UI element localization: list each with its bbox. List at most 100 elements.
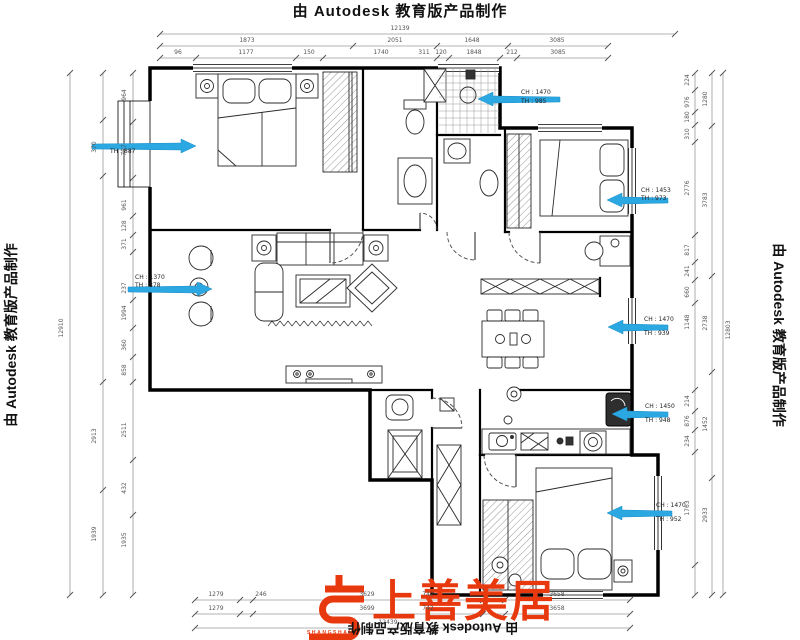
logo-subtext: SHANGSHAN — [307, 630, 354, 636]
bedroom3-furniture — [482, 467, 633, 591]
dim-label: 1994 — [121, 305, 128, 321]
dim-label: 246 — [255, 591, 267, 598]
dim-label: 1279 — [208, 605, 224, 612]
dim-label: 1452 — [702, 416, 709, 432]
dim-label: 1648 — [464, 37, 480, 44]
sofa — [276, 232, 364, 266]
bedroom2-furniture — [506, 133, 631, 267]
dim-label: 1935 — [121, 532, 128, 548]
dim-label: 360 — [121, 339, 128, 351]
annotation-a2-th: TH : 985 — [521, 98, 547, 105]
tv — [305, 378, 353, 384]
rug-fringe — [267, 320, 373, 327]
dim-label: 2776 — [684, 180, 691, 196]
dim-label: 3783 — [702, 192, 709, 208]
dim-label: 2933 — [702, 507, 709, 523]
dimension-lines — [69, 33, 724, 629]
dim-label: 742 — [422, 605, 434, 612]
dim-label: 96 — [174, 49, 182, 56]
annotation-a5-ch: CH : 1470 — [644, 316, 674, 323]
dim-label: 241 — [684, 265, 691, 277]
armchair — [346, 263, 398, 313]
dim-label: 961 — [121, 199, 128, 211]
bathroom-fixtures — [397, 68, 499, 205]
kitchen-fixtures — [481, 386, 632, 455]
dim-label: 432 — [121, 482, 128, 494]
dim-label: 2913 — [91, 428, 98, 444]
dim-label: 12139 — [390, 25, 410, 32]
annotation-a7-th: TH : 952 — [656, 516, 682, 523]
dim-label: 1279 — [208, 591, 224, 598]
annotation-a6-th: TH : 948 — [645, 417, 671, 424]
door-leaves — [329, 213, 541, 487]
dim-label: 3658 — [549, 591, 565, 598]
dim-label: 310 — [684, 128, 691, 140]
dim-label: 1873 — [239, 37, 255, 44]
dim-label: 3629 — [359, 591, 375, 598]
edu-banner-top: 由 Autodesk 教育版产品制作 — [292, 3, 508, 20]
measure-arrows — [91, 91, 673, 521]
dim-label: 214 — [684, 395, 691, 407]
measure-arrow-7 — [606, 505, 673, 521]
dim-label: 12439 — [378, 619, 398, 626]
furniture — [188, 68, 633, 591]
annotation-a3-ch: CH : 1370 — [135, 274, 165, 281]
lounge-chair — [188, 245, 214, 271]
dim-label: 3658 — [549, 605, 565, 612]
dim-label: 12910 — [58, 318, 65, 338]
dim-label: 150 — [303, 49, 315, 56]
dim-label: 976 — [684, 96, 691, 108]
dim-label: 2738 — [702, 315, 709, 331]
dim-label: 2051 — [387, 37, 403, 44]
dim-label: 2511 — [121, 422, 128, 438]
dim-label: 224 — [684, 74, 691, 86]
corridor-cabinet — [480, 278, 600, 295]
dim-label: 120 — [435, 49, 447, 56]
shower-head — [459, 86, 477, 104]
measure-arrow-3 — [127, 281, 213, 297]
desk-chair — [584, 241, 604, 261]
dim-label: 817 — [684, 244, 691, 256]
washbasin — [403, 164, 427, 198]
dim-label: 3699 — [359, 605, 375, 612]
dim-label: 128 — [121, 220, 128, 232]
dining-set — [481, 309, 545, 369]
living-room-furniture — [188, 232, 398, 384]
dim-label: 180 — [684, 111, 691, 123]
measure-arrow-6 — [611, 406, 669, 422]
annotation-a2-ch: CH : 1470 — [521, 89, 551, 96]
dimension-ticks — [66, 30, 727, 632]
door-swings — [329, 212, 541, 488]
annotation-a3-th: TH : 878 — [135, 282, 161, 289]
sink — [496, 435, 508, 447]
dim-label: 212 — [506, 49, 518, 56]
dim-label: 1280 — [702, 91, 709, 107]
annotation-a4-th: TH : 973 — [641, 195, 667, 202]
measure-arrow-2 — [477, 91, 561, 107]
dim-label: 1148 — [684, 314, 691, 330]
annotation-a4-ch: CH : 1453 — [641, 187, 671, 194]
dim-label: 311 — [418, 49, 430, 56]
dim-label: 858 — [121, 364, 128, 376]
dim-label: 371 — [121, 238, 128, 250]
logo-mark — [309, 575, 364, 640]
dim-label: 660 — [684, 286, 691, 298]
dim-label: 742 — [422, 591, 434, 598]
dim-label: 1848 — [466, 49, 482, 56]
dim-label: 787 — [121, 144, 128, 156]
wardrobe-1 — [322, 71, 358, 173]
logo-text: 上善美居 — [372, 576, 556, 627]
dim-label: 964 — [121, 89, 128, 101]
dim-label: 3085 — [550, 49, 566, 56]
measure-arrow-5 — [607, 319, 669, 335]
dim-label: 1740 — [373, 49, 389, 56]
toilet — [405, 109, 425, 135]
annotation-a6-ch: CH : 1450 — [645, 403, 675, 410]
edu-banner-left: 由 Autodesk 教育版产品制作 — [3, 243, 19, 427]
edu-banner-right: 由 Autodesk 教育版产品制作 — [771, 243, 787, 427]
dim-label: 12803 — [725, 320, 732, 340]
dim-label: 1177 — [238, 49, 254, 56]
dim-label: 237 — [121, 282, 128, 294]
